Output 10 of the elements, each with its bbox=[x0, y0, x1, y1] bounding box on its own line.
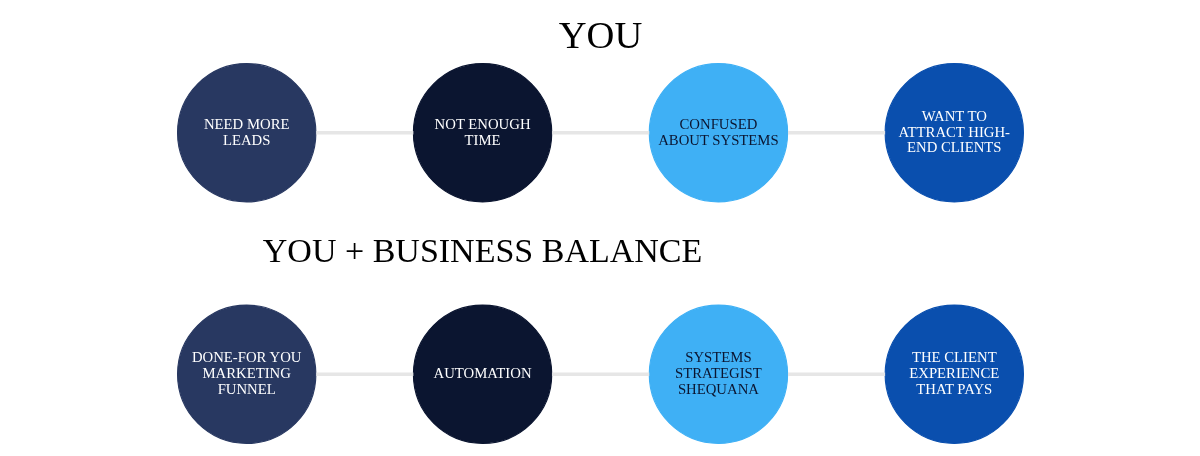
node-circle: SYSTEMS STRATEGIST SHEQUANA bbox=[648, 304, 788, 444]
node-circle: NOT ENOUGH TIME bbox=[412, 63, 552, 203]
node-circle: CONFUSED ABOUT SYSTEMS bbox=[648, 63, 788, 203]
label: YOU + BUSINESS BALANCE bbox=[262, 232, 702, 270]
diagram-title: YOU bbox=[558, 13, 642, 56]
node-circle: WANT TO ATTRACT HIGH-END CLIENTS bbox=[884, 63, 1024, 203]
node-circle: NEED MORE LEADS bbox=[176, 63, 316, 203]
node-circle: AUTOMATION bbox=[412, 304, 552, 444]
node-circle: DONE-FOR YOU MARKETING FUNNEL bbox=[176, 304, 316, 444]
node-circle: THE CLIENT EXPERIENCE THAT PAYS bbox=[884, 304, 1024, 444]
